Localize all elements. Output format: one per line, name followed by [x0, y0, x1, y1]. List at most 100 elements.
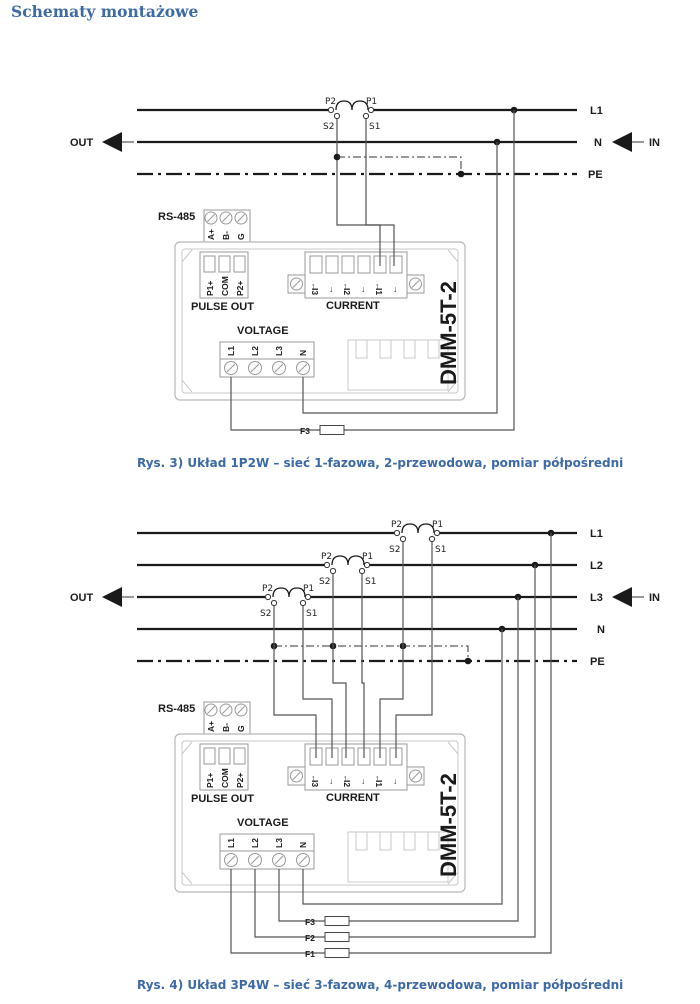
fuse-label: F3 — [300, 426, 310, 436]
ct-label-s2: S2 — [260, 609, 271, 619]
fuse-body — [324, 916, 350, 926]
arrow-head — [612, 132, 632, 152]
ct-gap — [399, 530, 435, 536]
ct-terminal-s1 — [362, 112, 370, 120]
screw-slot — [292, 280, 301, 288]
current-out-arrow: ↓ — [329, 776, 333, 786]
terminal-screw — [296, 853, 310, 867]
ct-label-p2: P2 — [391, 520, 402, 530]
rs485-pin-label: G — [236, 725, 246, 732]
terminal-screw — [204, 703, 218, 717]
current-in-arrow: ↑ — [343, 773, 347, 783]
figure-3-caption: Rys. 3) Układ 1P2W – sieć 1-fazowa, 2-pr… — [137, 456, 624, 470]
screw-slot — [222, 706, 230, 714]
corner-notch — [447, 871, 459, 885]
current-in-arrow: ↑ — [375, 773, 379, 783]
ct-terminal-s2 — [270, 599, 278, 607]
figure-4-caption: Rys. 4) Układ 3P4W – sieć 3-fazowa, 4-pr… — [137, 978, 624, 992]
rear-connector-slot — [355, 831, 368, 851]
fuse: F3 — [305, 916, 350, 927]
current-pin-label: I1 — [374, 780, 384, 787]
line-label-n: N — [597, 624, 605, 636]
voltage-pin-label: N — [298, 350, 308, 356]
device-inner-frame — [181, 248, 459, 394]
wire-ct2-s1 — [361, 574, 365, 758]
voltage-pin-label: L1 — [226, 346, 236, 356]
terminal-screw — [248, 361, 262, 375]
line-label-n: N — [594, 137, 602, 149]
device-model-label: DMM-5T-2 — [436, 281, 461, 385]
terminal-screw — [219, 211, 233, 225]
voltage-pin-label: L2 — [250, 838, 260, 848]
ct-coil — [401, 523, 435, 534]
corner-notch — [181, 249, 193, 263]
screw-slot — [222, 214, 230, 222]
current-pin-label: I2 — [342, 288, 352, 295]
rear-connector-slot — [379, 339, 392, 359]
terminal-screw — [248, 853, 262, 867]
rs485-label: RS-485 — [158, 211, 195, 223]
rs485-pin-label: A+ — [206, 229, 216, 240]
corner-notch — [447, 249, 459, 263]
pulse-out-slot — [233, 747, 246, 765]
pulse-pin-label: P2+ — [235, 773, 245, 788]
page-heading: Schematy montażowe — [11, 2, 199, 21]
voltage-pin-label: L2 — [250, 346, 260, 356]
terminal-screw — [409, 277, 422, 291]
device-rear-connector — [347, 831, 449, 883]
screw-slot — [207, 214, 215, 222]
ct-terminal-s2 — [399, 535, 407, 543]
current-out-arrow: ↓ — [361, 776, 365, 786]
current-pin-label: I3 — [310, 288, 320, 295]
out-label: OUT — [70, 592, 94, 604]
voltage-label: VOLTAGE — [237, 817, 289, 829]
wire-voltage-l3 — [278, 597, 519, 922]
in-label: IN — [649, 137, 660, 149]
rear-connector-frame — [347, 339, 449, 391]
fuse-body — [319, 425, 345, 435]
line-label-l1: L1 — [590, 105, 603, 117]
ct-label-p1: P1 — [362, 552, 373, 562]
fuse: F2 — [305, 932, 350, 943]
rs485-label: RS-485 — [158, 703, 195, 715]
current-in-arrow: ↑ — [375, 281, 379, 291]
ct-label-s1: S1 — [369, 122, 380, 132]
pulse-out-slot — [203, 747, 216, 765]
device-model-label: DMM-5T-2 — [436, 773, 461, 877]
line-label-l2: L2 — [590, 560, 603, 572]
fuse: F1 — [305, 948, 350, 959]
pulse-out-label: PULSE OUT — [191, 301, 254, 313]
terminal-screw — [224, 361, 238, 375]
in-arrow — [612, 132, 644, 152]
arrow-head — [102, 587, 122, 607]
terminal-screw — [224, 853, 238, 867]
screw-slot — [274, 363, 284, 373]
pulse-out-slot — [218, 255, 231, 273]
rear-connector-slot — [403, 339, 416, 359]
wire-ct3-s2 — [273, 606, 317, 758]
current-out-arrow: ↓ — [329, 284, 333, 294]
device-rear-connector — [347, 339, 449, 391]
terminal-screw — [234, 211, 248, 225]
ct-coil — [335, 100, 369, 111]
pe-bond-wire — [274, 645, 469, 661]
ct-label-s2: S2 — [319, 577, 330, 587]
current-slot — [341, 747, 355, 766]
ct-label-p2: P2 — [321, 552, 332, 562]
current-out-arrow: ↓ — [361, 284, 365, 294]
ct-label-s2: S2 — [323, 122, 334, 132]
wire-ct1-s1 — [395, 542, 433, 758]
corner-notch — [447, 741, 459, 755]
ct-label-s2: S2 — [389, 545, 400, 555]
pe-bond-wire — [337, 156, 462, 174]
screw-slot — [250, 855, 260, 865]
ct-coil — [272, 587, 306, 598]
ct-label-p1: P1 — [303, 584, 314, 594]
fuse-body — [324, 932, 350, 942]
rs485-pin-label: B- — [221, 231, 231, 240]
junction-dot — [457, 170, 465, 178]
